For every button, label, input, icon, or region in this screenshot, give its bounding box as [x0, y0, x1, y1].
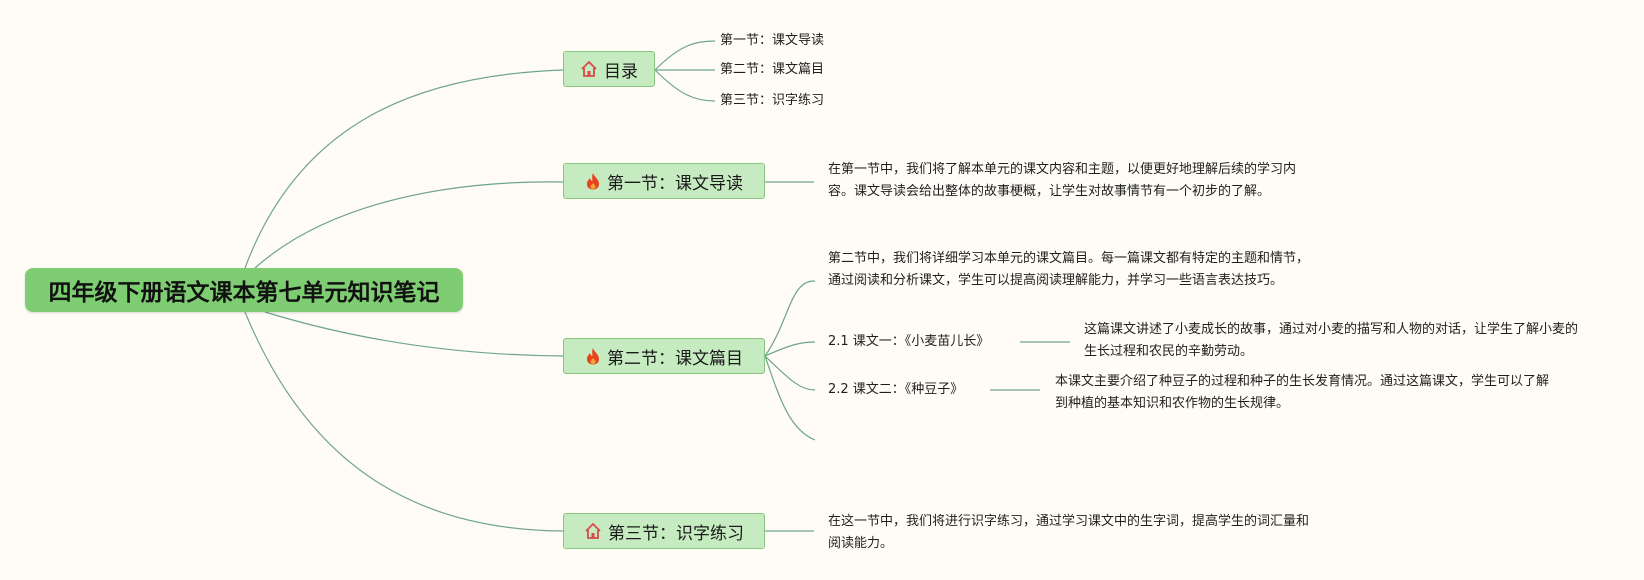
section1-label: 第一节：课文导读	[607, 173, 743, 194]
toc-node[interactable]: 目录	[563, 51, 655, 87]
section2-description: 第二节中，我们将详细学习本单元的课文篇目。每一篇课文都有特定的主题和情节，通过阅…	[828, 251, 1310, 288]
lesson1-description: 这篇课文讲述了小麦成长的故事，通过对小麦的描写和人物的对话，让学生了解小麦的生长…	[1084, 322, 1579, 359]
section3-node[interactable]: 第三节：识字练习	[563, 513, 765, 549]
lesson1-node[interactable]: 2.1 课文一：《小麦苗儿长》	[828, 334, 990, 349]
section1-description: 在第一节中，我们将了解本单元的课文内容和主题，以便更好地理解后续的学习内容。课文…	[828, 162, 1297, 199]
toc-label: 目录	[604, 61, 638, 82]
fire-icon	[585, 172, 601, 190]
fire-icon	[585, 347, 601, 365]
toc-item-2[interactable]: 第二节：课文篇目	[720, 62, 825, 77]
home-icon	[584, 522, 602, 540]
toc-item-1[interactable]: 第一节：课文导读	[720, 33, 825, 48]
section3-label: 第三节：识字练习	[608, 523, 744, 544]
lesson2-node[interactable]: 2.2 课文二：《种豆子》	[828, 382, 964, 397]
home-icon	[580, 60, 598, 78]
toc-item-3[interactable]: 第三节：识字练习	[720, 93, 825, 108]
section2-node[interactable]: 第二节：课文篇目	[563, 338, 765, 374]
section1-node[interactable]: 第一节：课文导读	[563, 163, 765, 199]
root-title: 四年级下册语文课本第七单元知识笔记	[48, 280, 440, 306]
section2-label: 第二节：课文篇目	[607, 348, 743, 369]
section3-description: 在这一节中，我们将进行识字练习，通过学习课文中的生字词，提高学生的词汇量和阅读能…	[828, 514, 1310, 551]
root-node[interactable]: 四年级下册语文课本第七单元知识笔记	[25, 268, 463, 312]
lesson2-description: 本课文主要介绍了种豆子的过程和种子的生长发育情况。通过这篇课文，学生可以了解到种…	[1055, 374, 1550, 411]
